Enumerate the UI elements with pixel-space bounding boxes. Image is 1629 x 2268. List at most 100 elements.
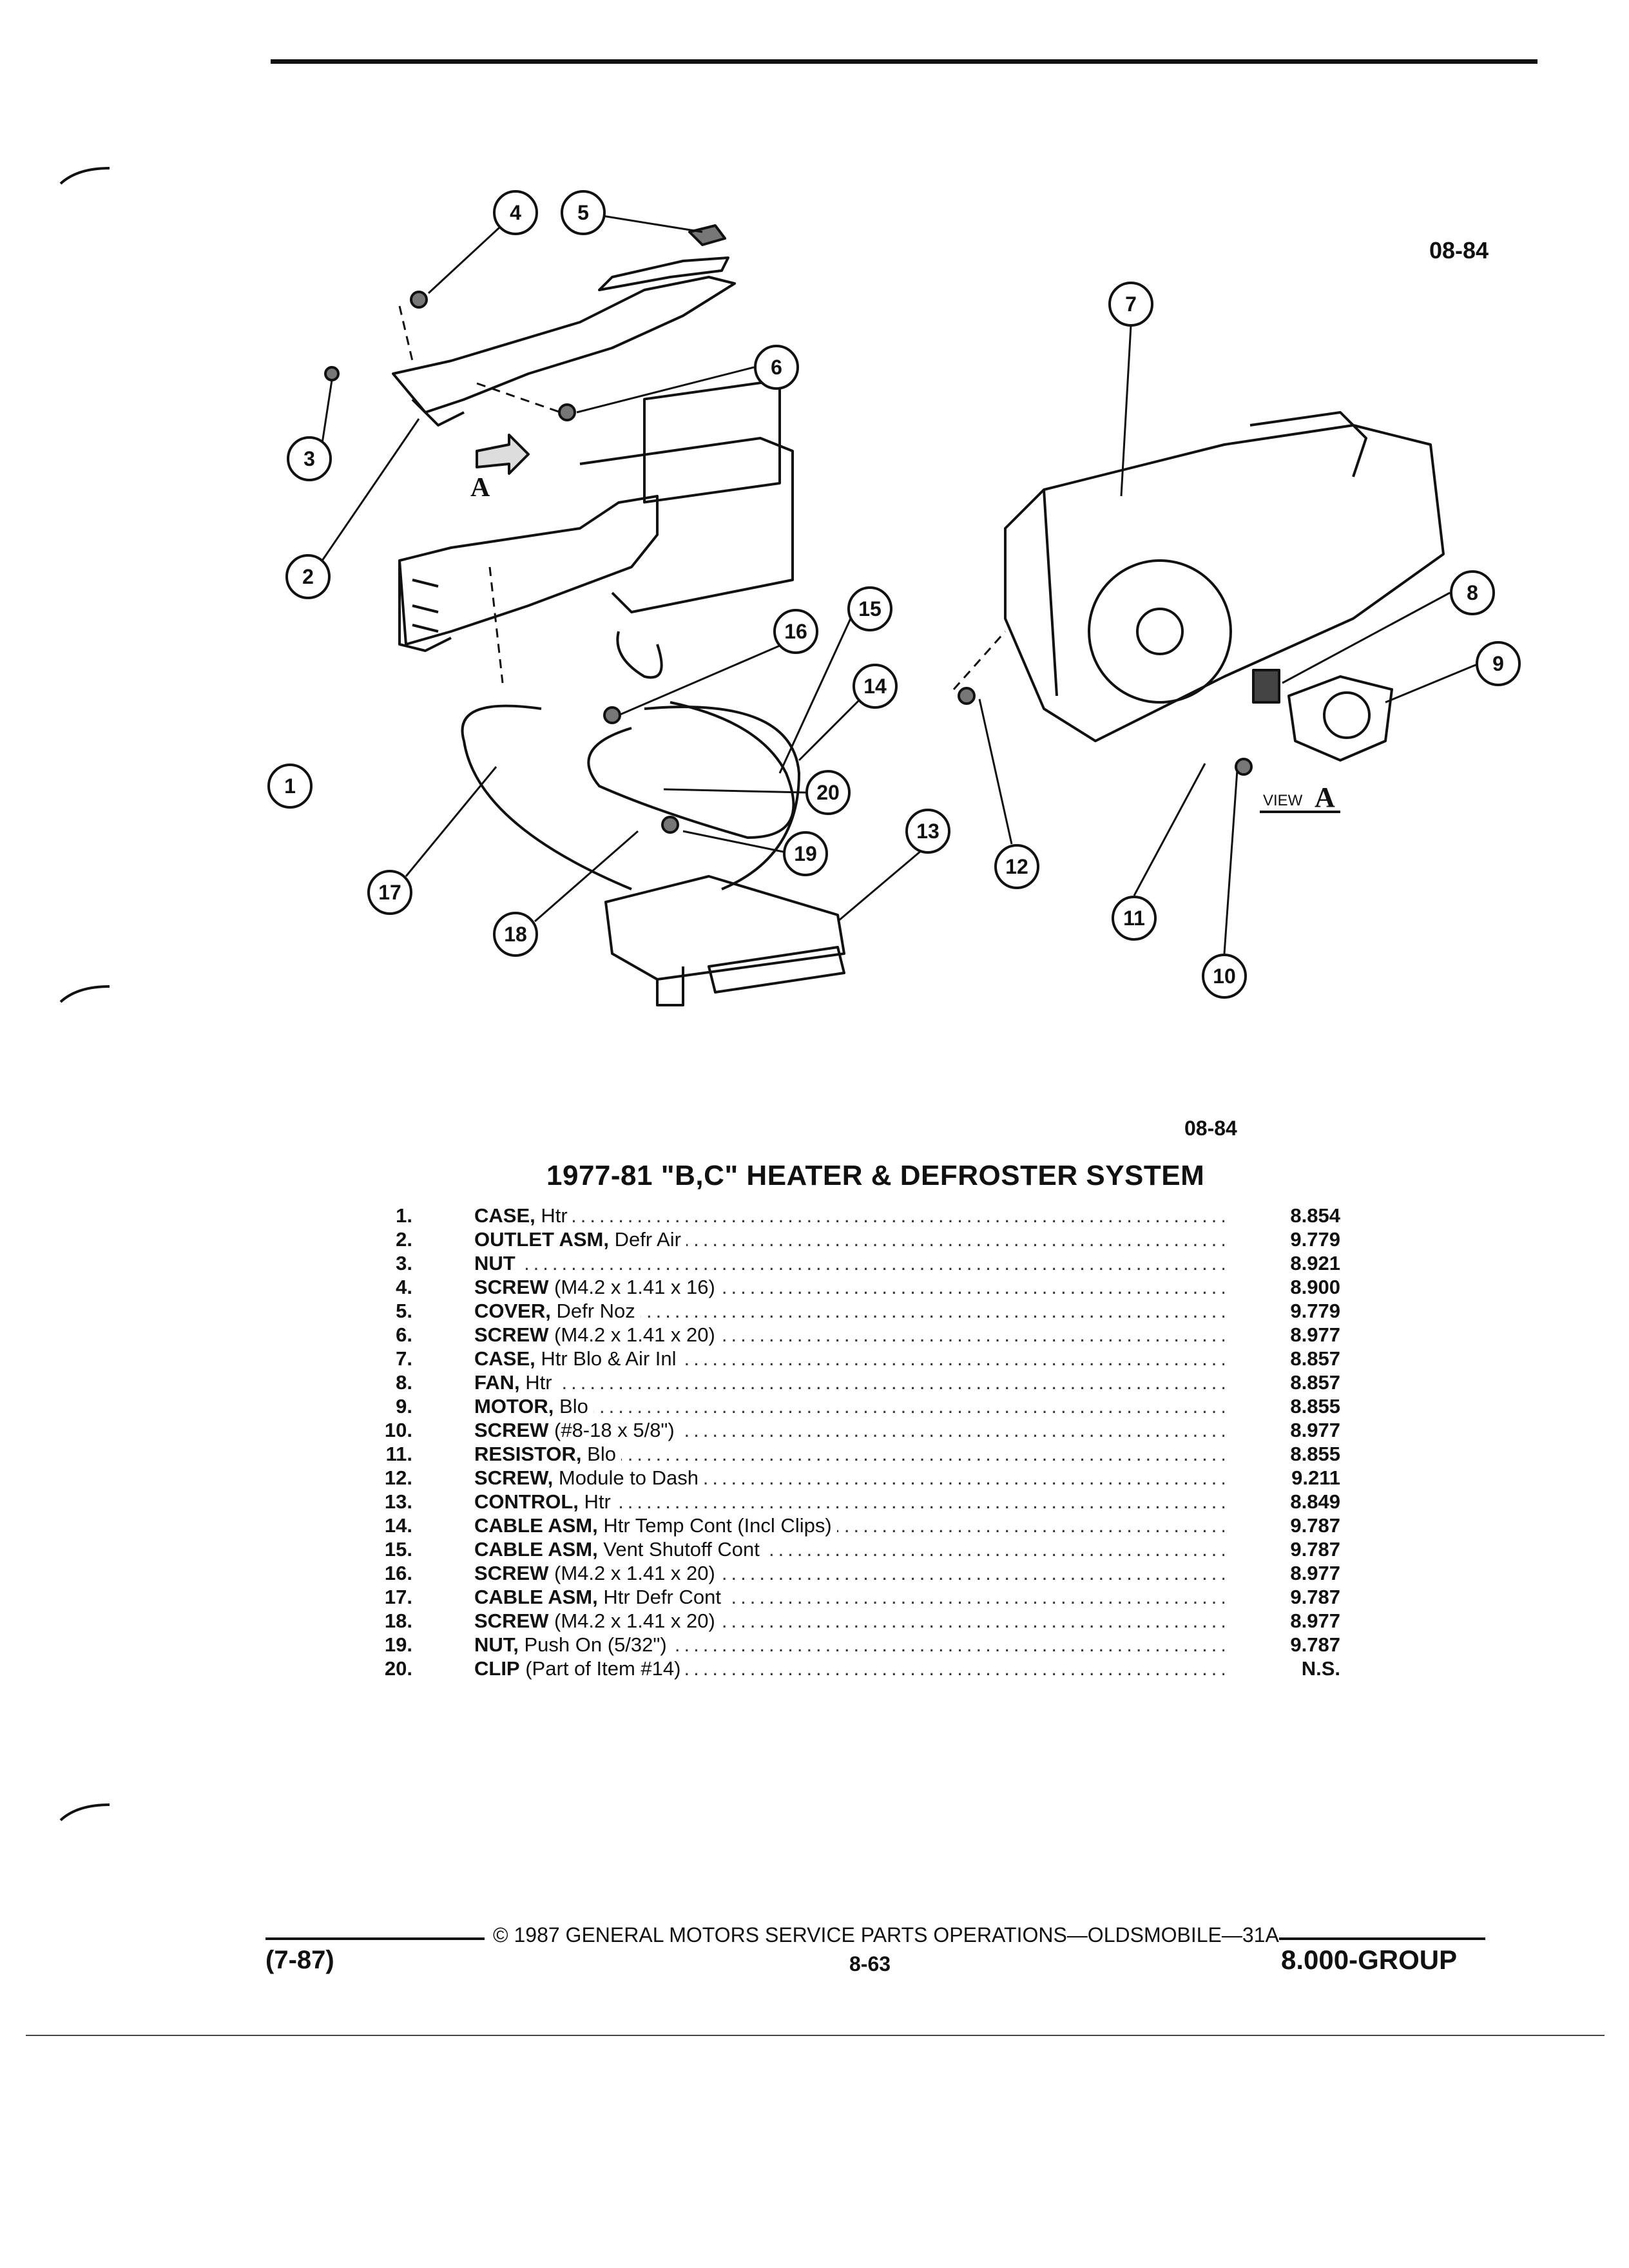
group-number: 8.857: [1290, 1347, 1340, 1370]
item-name: SCREW (M4.2 x 1.41 x 16): [474, 1275, 720, 1299]
parts-list-row: 13......................................…: [361, 1490, 1392, 1514]
item-name: SCREW (M4.2 x 1.41 x 20): [474, 1561, 720, 1585]
item-noun: NUT,: [474, 1633, 519, 1656]
heater-control-drawing: [604, 875, 845, 1006]
group-number: 8.857: [1290, 1371, 1340, 1394]
item-description: Htr Temp Cont (Incl Clips): [597, 1514, 832, 1537]
item-description: (M4.2 x 1.41 x 20): [548, 1610, 715, 1632]
parts-list-row: 19......................................…: [361, 1633, 1392, 1657]
parts-list-row: 14......................................…: [361, 1514, 1392, 1537]
parts-list-row: 2.......................................…: [361, 1227, 1392, 1251]
item-description: Htr: [578, 1490, 611, 1513]
parts-list-row: 6.......................................…: [361, 1323, 1392, 1347]
callout-17: 17: [378, 881, 401, 904]
group-number: 8.849: [1290, 1490, 1340, 1513]
callout-16: 16: [784, 620, 807, 643]
blower-case-drawing: [1004, 411, 1445, 742]
item-description: (Part of Item #14): [519, 1657, 681, 1680]
parts-list-row: 5.......................................…: [361, 1299, 1392, 1323]
item-noun: RESISTOR,: [474, 1443, 582, 1465]
item-description: (M4.2 x 1.41 x 16): [548, 1276, 715, 1298]
item-description: Htr: [535, 1204, 568, 1227]
copyright-line: © 1987 GENERAL MOTORS SERVICE PARTS OPER…: [493, 1923, 1279, 1946]
parts-list-row: 8.......................................…: [361, 1370, 1392, 1394]
callout-12: 12: [1005, 855, 1028, 878]
parts-list-row: 15......................................…: [361, 1537, 1392, 1561]
leader-dots: ........................................…: [477, 1252, 1224, 1274]
item-number: 11.: [385, 1443, 412, 1465]
parts-list-row: 11......................................…: [361, 1442, 1392, 1466]
leader-dots: ........................................…: [477, 1395, 1224, 1418]
item-noun: MOTOR,: [474, 1395, 554, 1418]
group-number: 9.211: [1291, 1466, 1340, 1489]
item-noun: CABLE ASM,: [474, 1538, 598, 1561]
item-noun: CLIP: [474, 1657, 520, 1680]
item-noun: CABLE ASM,: [474, 1586, 598, 1608]
item-name: CABLE ASM, Htr Temp Cont (Incl Clips): [474, 1514, 837, 1537]
callout-18: 18: [504, 923, 527, 946]
binder-mark-top: [59, 167, 110, 185]
parts-list-row: 18......................................…: [361, 1609, 1392, 1633]
item-number: 16.: [384, 1562, 412, 1584]
group-number: 9.787: [1290, 1514, 1340, 1537]
item-description: Vent Shutoff Cont: [597, 1538, 760, 1561]
footer-rule-left: [265, 1937, 485, 1940]
item-name: RESISTOR, Blo: [474, 1442, 621, 1466]
item-number: 20.: [384, 1657, 412, 1680]
group-number: 8.855: [1290, 1395, 1340, 1418]
item-number: 10.: [384, 1419, 412, 1441]
item-noun: SCREW: [474, 1610, 549, 1632]
item-noun: NUT: [474, 1252, 516, 1274]
parts-list-row: 20......................................…: [361, 1657, 1392, 1680]
parts-list-row: 10......................................…: [361, 1418, 1392, 1442]
item-number: 3.: [396, 1252, 412, 1274]
leader-dots: ........................................…: [477, 1371, 1224, 1394]
callout-7: 7: [1125, 293, 1137, 316]
item-name: COVER, Defr Noz: [474, 1299, 641, 1323]
leader-dots: ........................................…: [477, 1204, 1224, 1227]
item-description: Htr: [519, 1371, 552, 1394]
view-label-letter: A: [1315, 782, 1335, 813]
view-arrow: [476, 434, 530, 475]
parts-list-row: 1.......................................…: [361, 1204, 1392, 1227]
illustration-code-top: 08-84: [1429, 237, 1489, 264]
item-number: 13.: [384, 1490, 412, 1513]
item-noun: SCREW: [474, 1323, 549, 1346]
item-name: SCREW, Module to Dash: [474, 1466, 704, 1490]
item-number: 5.: [396, 1300, 412, 1322]
callout-3: 3: [304, 447, 315, 470]
revision-code: (7-87): [265, 1946, 334, 1974]
callout-9: 9: [1492, 652, 1504, 675]
fasteners: [324, 291, 1253, 834]
callout-20: 20: [816, 781, 840, 804]
item-name: SCREW (M4.2 x 1.41 x 20): [474, 1323, 720, 1347]
item-noun: CASE,: [474, 1347, 535, 1370]
arrow-label: A: [470, 473, 490, 503]
item-description: Htr Defr Cont: [597, 1586, 721, 1608]
item-name: CABLE ASM, Htr Defr Cont: [474, 1585, 726, 1609]
item-name: FAN, Htr: [474, 1370, 557, 1394]
item-name: NUT, Push On (5/32"): [474, 1633, 672, 1657]
callout-1: 1: [284, 774, 296, 798]
item-noun: SCREW: [474, 1562, 549, 1584]
callout-8: 8: [1467, 581, 1478, 604]
control-cables: [461, 631, 800, 890]
item-description: Htr Blo & Air Inl: [535, 1347, 677, 1370]
callout-4: 4: [510, 201, 521, 224]
item-name: CONTROL, Htr: [474, 1490, 616, 1514]
parts-list-title: 1977-81 "B,C" HEATER & DEFROSTER SYSTEM: [546, 1160, 1205, 1191]
item-noun: SCREW: [474, 1419, 549, 1441]
item-name: MOTOR, Blo: [474, 1394, 593, 1418]
item-name: OUTLET ASM, Defr Air: [474, 1227, 686, 1251]
group-code: 8.000-GROUP: [1281, 1945, 1458, 1975]
group-number: 8.855: [1290, 1443, 1340, 1465]
item-description: Defr Noz: [550, 1300, 635, 1322]
group-number: 8.977: [1290, 1610, 1340, 1632]
item-noun: FAN,: [474, 1371, 520, 1394]
item-number: 18.: [384, 1610, 412, 1632]
item-description: Defr Air: [608, 1228, 681, 1251]
item-number: 19.: [384, 1633, 412, 1656]
item-description: Blo: [554, 1395, 588, 1418]
view-label-prefix: VIEW: [1263, 792, 1303, 809]
